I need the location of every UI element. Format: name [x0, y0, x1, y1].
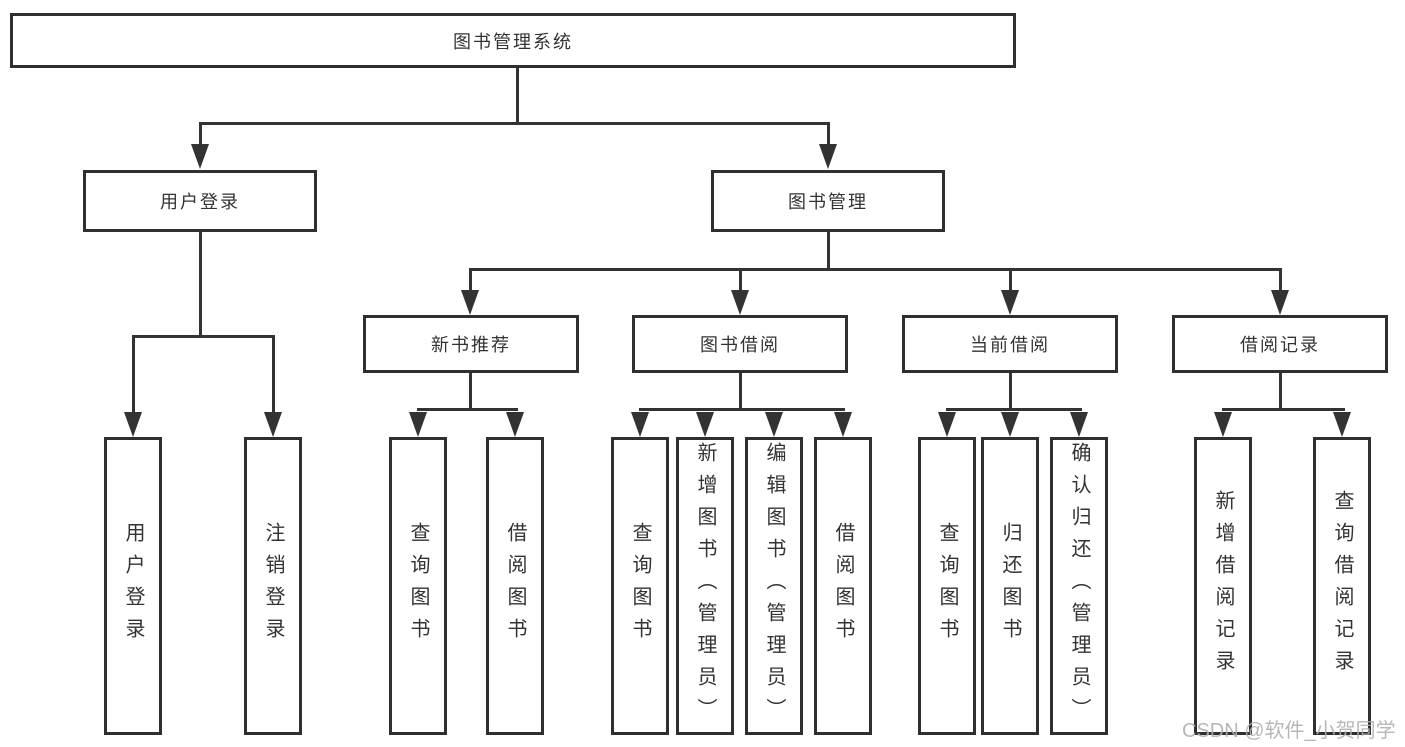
connector-stem — [469, 373, 472, 411]
node-label: 用户登录 — [122, 522, 144, 650]
node-borrowing-records: 借阅记录 — [1172, 315, 1388, 373]
csdn-watermark: CSDN @软件_小贺同学 — [1182, 720, 1396, 742]
arrowhead-down-icon — [191, 144, 209, 169]
leaf-query-books: 查询图书 — [611, 437, 669, 735]
arrowhead-down-icon — [264, 412, 282, 437]
arrowhead-down-icon — [1070, 412, 1088, 437]
leaf-borrow-books: 借阅图书 — [814, 437, 872, 735]
node-user-login: 用户登录 — [83, 170, 317, 232]
leaf-user-login: 用户登录 — [104, 437, 162, 735]
connector-drop — [199, 122, 202, 147]
arrowhead-down-icon — [938, 412, 956, 437]
arrowhead-down-icon — [506, 412, 524, 437]
node-new-book-recommendation: 新书推荐 — [363, 315, 579, 373]
connector-login-stem — [199, 232, 202, 338]
connector-drop — [827, 122, 830, 147]
leaf-query-books: 查询图书 — [389, 437, 447, 735]
leaf-query-books: 查询图书 — [918, 437, 976, 735]
leaf-borrow-books: 借阅图书 — [486, 437, 544, 735]
arrowhead-down-icon — [124, 412, 142, 437]
node-label: 当前借阅 — [970, 335, 1050, 355]
connector-rail — [1222, 408, 1345, 411]
connector-stem — [739, 373, 742, 411]
arrowhead-down-icon — [731, 290, 749, 315]
connector-stem — [1279, 373, 1282, 411]
connector-rail — [639, 408, 845, 411]
arrowhead-down-icon — [1214, 412, 1232, 437]
node-label: 借阅图书 — [832, 522, 854, 650]
node-current-borrowing: 当前借阅 — [902, 315, 1118, 373]
arrowhead-down-icon — [1333, 412, 1351, 437]
connector-root-rail — [199, 122, 829, 125]
arrowhead-down-icon — [409, 412, 427, 437]
connector-root-stem — [516, 68, 519, 125]
arrowhead-down-icon — [819, 144, 837, 169]
node-label: 查询图书 — [936, 522, 958, 650]
node-label: 图书管理系统 — [453, 31, 573, 52]
arrowhead-down-icon — [631, 412, 649, 437]
connector-drop — [272, 335, 275, 415]
connector-login-rail — [132, 335, 275, 338]
node-label: 查询借阅记录 — [1331, 490, 1353, 682]
connector-drop — [1279, 268, 1282, 293]
node-label: 查询图书 — [407, 522, 429, 650]
node-label: 图书借阅 — [700, 335, 780, 355]
node-label: 借阅图书 — [504, 522, 526, 650]
node-label: 图书管理 — [788, 192, 868, 212]
leaf-edit-books-admin: 编辑图书（管理员） — [745, 437, 803, 735]
node-label: 确认归还（管理员） — [1068, 442, 1090, 730]
connector-rail — [946, 408, 1082, 411]
leaf-query-borrow-record: 查询借阅记录 — [1313, 437, 1371, 735]
leaf-add-books-admin: 新增图书（管理员） — [676, 437, 734, 735]
node-label: 新增图书（管理员） — [694, 442, 716, 730]
connector-drop — [132, 335, 135, 415]
connector-stem — [1009, 373, 1012, 411]
node-book-borrowing: 图书借阅 — [632, 315, 848, 373]
arrowhead-down-icon — [696, 412, 714, 437]
connector-mgmt-rail — [469, 268, 1282, 271]
node-label: 借阅记录 — [1240, 335, 1320, 355]
leaf-return-books: 归还图书 — [981, 437, 1039, 735]
arrowhead-down-icon — [1001, 290, 1019, 315]
leaf-add-borrow-record: 新增借阅记录 — [1194, 437, 1252, 735]
node-label: 注销登录 — [262, 522, 284, 650]
arrowhead-down-icon — [765, 412, 783, 437]
node-label: 编辑图书（管理员） — [763, 442, 785, 730]
connector-rail — [417, 408, 518, 411]
arrowhead-down-icon — [1271, 290, 1289, 315]
connector-drop — [1009, 268, 1012, 293]
leaf-logout: 注销登录 — [244, 437, 302, 735]
node-book-management: 图书管理 — [711, 170, 945, 232]
node-label: 新书推荐 — [431, 335, 511, 355]
node-label: 用户登录 — [160, 192, 240, 212]
node-label: 查询图书 — [629, 522, 651, 650]
leaf-confirm-return-admin: 确认归还（管理员） — [1050, 437, 1108, 735]
node-book-management-system: 图书管理系统 — [10, 13, 1016, 68]
connector-mgmt-stem — [827, 232, 830, 271]
arrowhead-down-icon — [461, 290, 479, 315]
connector-drop — [469, 268, 472, 293]
node-label: 归还图书 — [999, 522, 1021, 650]
connector-drop — [739, 268, 742, 293]
arrowhead-down-icon — [834, 412, 852, 437]
node-label: 新增借阅记录 — [1212, 490, 1234, 682]
arrowhead-down-icon — [1001, 412, 1019, 437]
